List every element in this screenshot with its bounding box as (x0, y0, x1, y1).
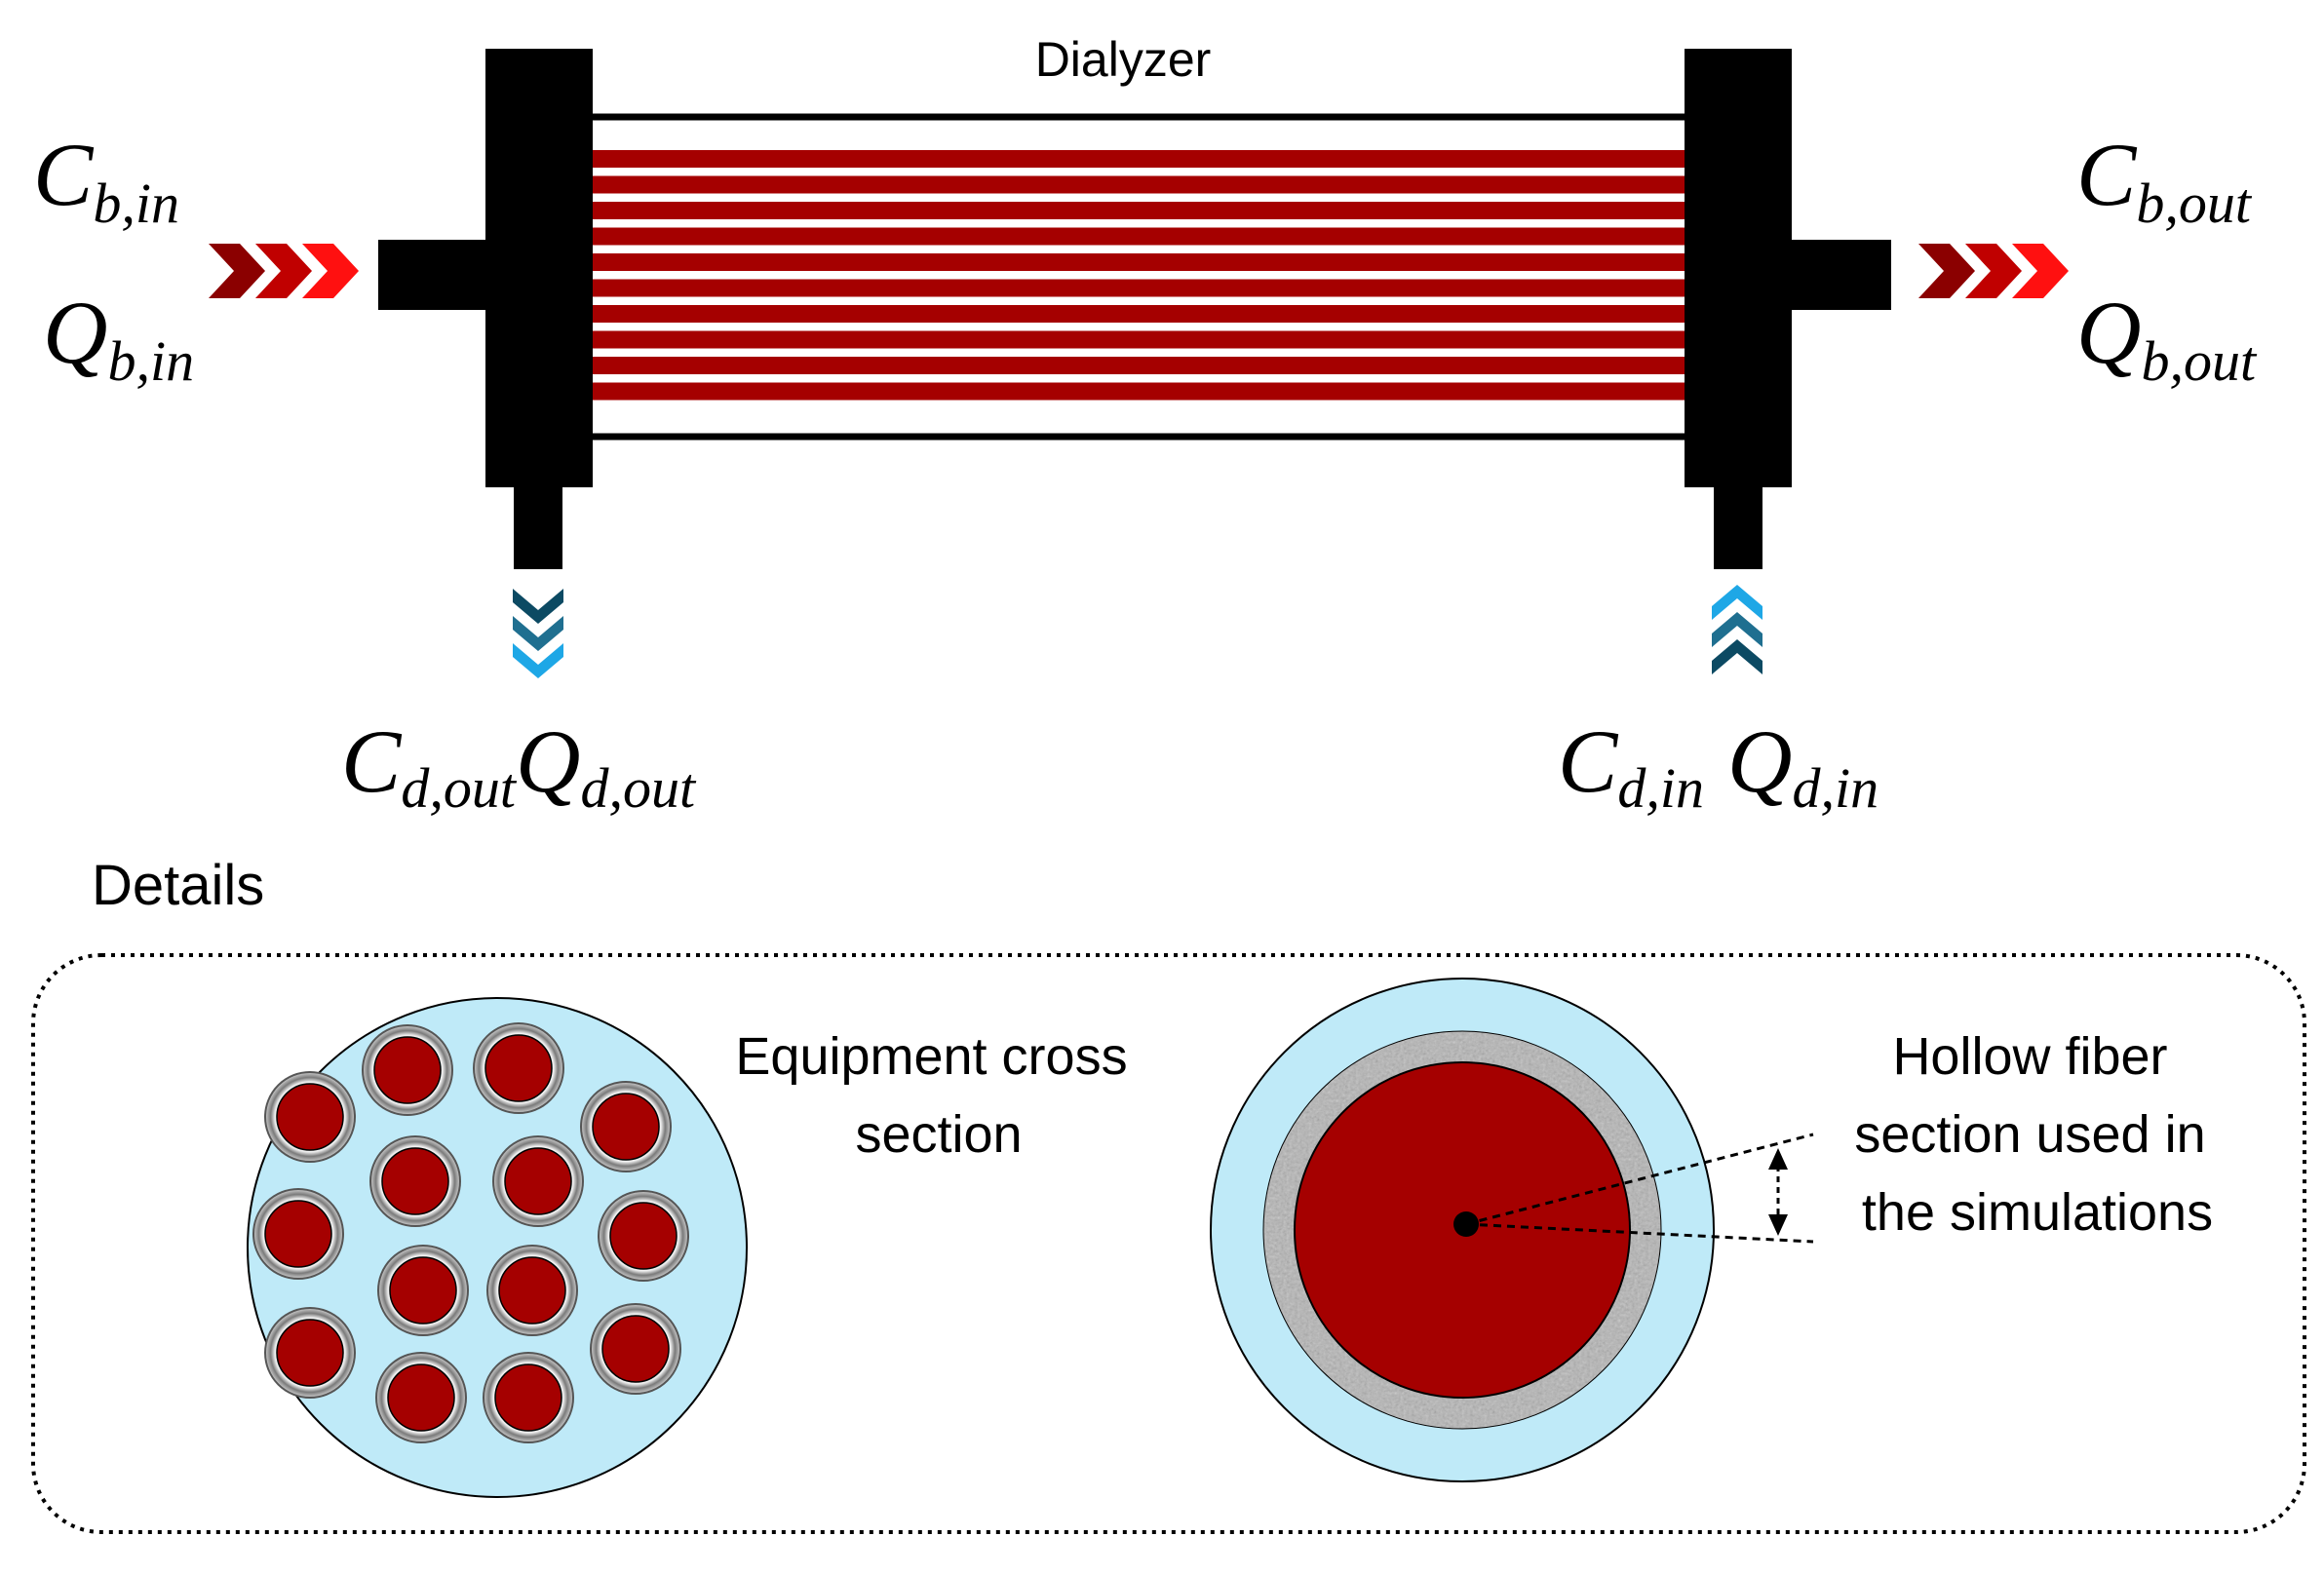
dialysate-inlet-arrows (1712, 585, 1762, 674)
fiber-stripe (589, 150, 1688, 168)
blood-outlet-arrows (1918, 244, 2069, 298)
fiber-stripe (589, 253, 1688, 271)
fiber-lumen (601, 1315, 670, 1383)
dialysate-outlet-label: Cd,outQd,out (341, 711, 697, 820)
svg-text:Cd,outQd,out: Cd,outQd,out (341, 711, 697, 820)
q-symbol: Q (1727, 711, 1792, 811)
svg-text:Qb,out: Qb,out (2076, 283, 2258, 393)
fiber-stripe (589, 382, 1688, 401)
c-symbol: C (33, 125, 95, 224)
fiber-stripe (589, 279, 1688, 297)
wedge-angle-arrow (1768, 1148, 1788, 1236)
left-header (378, 49, 593, 569)
c-subscript: d,in (1617, 756, 1704, 820)
dialyzer-tube (579, 113, 1698, 441)
fiber-lumen (387, 1364, 455, 1432)
fiber-lumen (609, 1202, 678, 1270)
fiber-stripe (589, 305, 1688, 323)
right-header (1685, 49, 1891, 569)
q-subscript: b,out (2141, 329, 2258, 393)
fiber-bundle (589, 150, 1688, 401)
blood-inlet-label: Cb,in Qb,in (33, 125, 194, 393)
cross-section-fibers (252, 1022, 689, 1443)
fiber-lumen (484, 1034, 553, 1102)
fiber-lumen (276, 1083, 344, 1151)
q-symbol: Q (516, 711, 580, 811)
hollow-fiber-section-label: Hollow fiber section used in the simulat… (1854, 1027, 2220, 1242)
fiber-lumen (494, 1364, 562, 1432)
fiber-stripe (589, 330, 1688, 349)
fiber-lumen (381, 1147, 449, 1215)
svg-text:Cb,in: Cb,in (33, 125, 179, 235)
fiber-lumen (276, 1319, 344, 1387)
q-subscript: d,out (580, 756, 697, 820)
hollow-fiber-section (1210, 978, 1814, 1482)
q-symbol: Q (43, 283, 107, 382)
blood-outlet-label: Cb,out Qb,out (2076, 125, 2258, 393)
c-symbol: C (341, 711, 403, 811)
blood-outlet-port (1790, 240, 1891, 310)
equipment-cross-section (247, 997, 748, 1498)
fiber-lumen (389, 1256, 457, 1325)
simulation-wedge-lower-line (1465, 1222, 1814, 1244)
blood-inlet-port (378, 240, 487, 310)
c-symbol: C (1558, 711, 1619, 811)
details-label: Details (92, 854, 264, 917)
fiber-stripe (589, 357, 1688, 374)
fiber-stripe (589, 202, 1688, 219)
c-subscript: d,out (401, 756, 518, 820)
c-subscript: b,out (2136, 172, 2253, 235)
equipment-cross-section-label: Equipment cross section (735, 1027, 1142, 1164)
fiber-lumen (592, 1093, 660, 1161)
dialyzer-title: Dialyzer (1035, 32, 1212, 87)
dialysate-inlet-port (1714, 485, 1762, 569)
c-subscript: b,in (93, 172, 179, 235)
fiber-lumen (498, 1256, 566, 1325)
fiber-lumen (373, 1036, 442, 1104)
dialysate-outlet-arrows (513, 589, 563, 678)
q-symbol: Q (2076, 283, 2141, 382)
c-symbol: C (2076, 125, 2138, 224)
blood-inlet-arrows (209, 244, 359, 298)
svg-text:Cb,out: Cb,out (2076, 125, 2253, 235)
q-subscript: d,in (1792, 756, 1879, 820)
fiber-stripe (589, 175, 1688, 194)
fiber-lumen (504, 1147, 572, 1215)
q-subscript: b,in (107, 329, 194, 393)
dialysate-outlet-port (514, 485, 562, 569)
fiber-stripe (589, 227, 1688, 246)
svg-text:Qb,in: Qb,in (43, 283, 194, 393)
simulation-wedge-upper-line (1465, 1133, 1814, 1226)
fiber-lumen (264, 1200, 332, 1268)
